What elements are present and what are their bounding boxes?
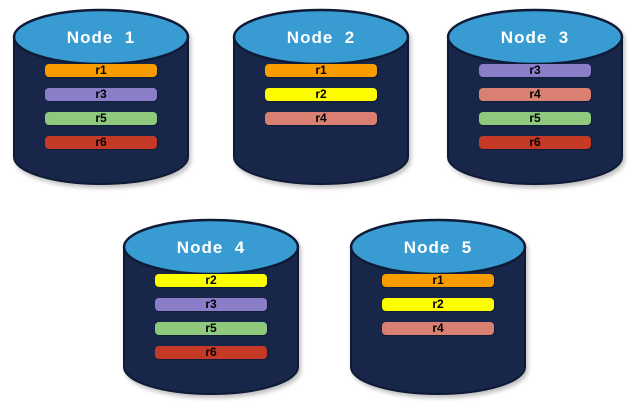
- db-node: Node 5 r1 r2 r4: [349, 218, 527, 396]
- replica-bar-r3: r3: [479, 64, 591, 77]
- replica-bar-r1: r1: [45, 64, 157, 77]
- node-title: Node 1: [66, 28, 136, 47]
- db-node: Node 1 r1 r3 r5 r6: [12, 8, 190, 186]
- replica-bar-r4: r4: [479, 88, 591, 101]
- replica-bar-r1: r1: [265, 64, 377, 77]
- db-node: Node 3 r3 r4 r5 r6: [446, 8, 624, 186]
- replica-bar-r5: r5: [479, 112, 591, 125]
- replica-bar-r4: r4: [382, 322, 494, 335]
- replica-bar-r5: r5: [155, 322, 267, 335]
- replica-list: r1 r2 r4: [232, 8, 410, 186]
- replica-bar-r2: r2: [155, 274, 267, 287]
- db-node: Node 4 r2 r3 r5 r6: [122, 218, 300, 396]
- replica-bar-r2: r2: [382, 298, 494, 311]
- node-title: Node 3: [500, 28, 570, 47]
- replica-bar-r6: r6: [479, 136, 591, 149]
- replica-list: r2 r3 r5 r6: [122, 218, 300, 396]
- node-title: Node 2: [286, 28, 356, 47]
- db-node: Node 2 r1 r2 r4: [232, 8, 410, 186]
- replica-bar-r3: r3: [155, 298, 267, 311]
- replica-bar-r6: r6: [45, 136, 157, 149]
- replica-bar-r6: r6: [155, 346, 267, 359]
- replica-bar-r2: r2: [265, 88, 377, 101]
- node-title: Node 5: [403, 238, 473, 257]
- replica-bar-r1: r1: [382, 274, 494, 287]
- replica-list: r3 r4 r5 r6: [446, 8, 624, 186]
- replica-list: r1 r3 r5 r6: [12, 8, 190, 186]
- replica-list: r1 r2 r4: [349, 218, 527, 396]
- replica-bar-r4: r4: [265, 112, 377, 125]
- node-title: Node 4: [176, 238, 246, 257]
- replica-bar-r3: r3: [45, 88, 157, 101]
- replica-bar-r5: r5: [45, 112, 157, 125]
